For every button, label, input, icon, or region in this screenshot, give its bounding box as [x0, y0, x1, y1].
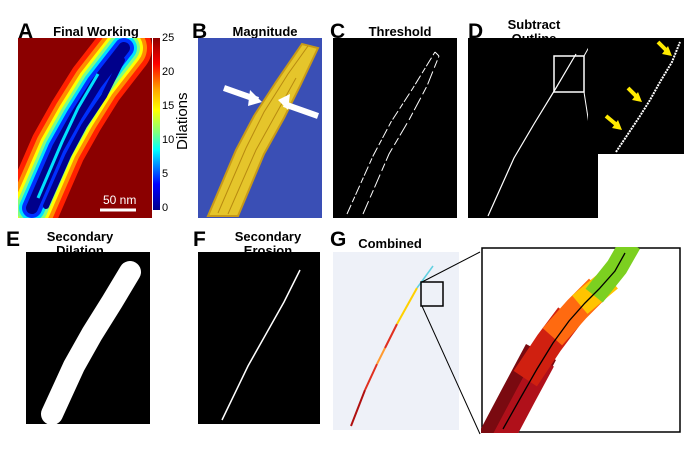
panel-d-zoom-connector — [583, 39, 593, 151]
panel-letter-b: B — [192, 20, 208, 43]
colorbar-tick-20: 20 — [162, 66, 175, 78]
panel-title-d-line1: Subtract — [507, 17, 561, 32]
panel-title-a: Final Working — [53, 24, 139, 39]
panel-f-secondary-erosion — [198, 252, 320, 424]
panel-letter-g: G — [330, 228, 347, 251]
colorbar-tick-10: 10 — [162, 134, 175, 146]
colorbar-tick-25: 25 — [162, 32, 175, 44]
panel-d-subtract-outline — [468, 38, 598, 218]
scale-bar-label: 50 nm — [103, 193, 137, 207]
panel-title-e-line1: Secondary — [46, 229, 114, 244]
colorbar-tick-15: 15 — [162, 100, 175, 112]
panel-title-b: Magnitude — [232, 24, 298, 39]
panel-g-zoom-connector — [421, 251, 481, 435]
panel-title-g: Combined — [358, 236, 422, 251]
panel-c-threshold — [333, 38, 457, 218]
panel-b-magnitude — [198, 38, 322, 218]
panel-letter-a: A — [18, 20, 34, 43]
colorbar-tick-0: 0 — [162, 202, 169, 214]
panel-d-zoom-inset — [588, 38, 684, 154]
panel-letter-f: F — [193, 228, 206, 251]
colorbar-title: Dilations — [174, 92, 191, 150]
panel-e-secondary-dilation — [26, 252, 150, 424]
panel-title-c: Threshold — [368, 24, 432, 39]
colorbar — [153, 38, 160, 210]
panel-g-zoom-inset — [481, 247, 681, 433]
panel-letter-c: C — [330, 20, 346, 43]
colorbar-tick-5: 5 — [162, 168, 169, 180]
panel-a-heatmap — [18, 38, 152, 218]
panel-letter-e: E — [6, 228, 21, 251]
panel-title-f-line1: Secondary — [234, 229, 302, 244]
panel-letter-d: D — [468, 20, 484, 43]
